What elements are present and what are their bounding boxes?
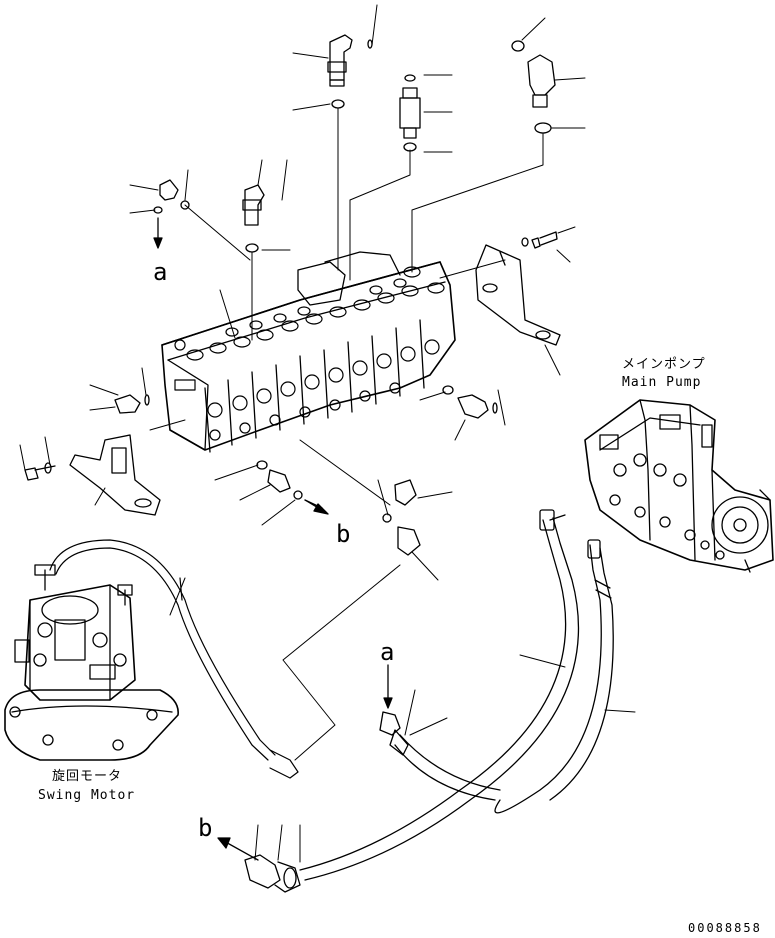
elbow-fitting-left — [160, 180, 189, 209]
hose-to-valve — [380, 712, 500, 800]
elbow-fitting-mid — [243, 185, 264, 225]
hose-bottom-fitting — [245, 855, 300, 892]
ref-arrow-a-bottom — [384, 665, 392, 708]
bolt-right — [522, 232, 557, 248]
control-valve — [162, 252, 455, 452]
valve-ports — [187, 267, 444, 360]
pressure-switch-lower — [398, 527, 420, 555]
ref-arrow-b-bottom — [218, 838, 258, 860]
fitting-front — [257, 461, 322, 508]
leader-lines — [20, 5, 585, 580]
pump-hose-main — [300, 510, 578, 880]
connection-lines — [150, 108, 543, 760]
elbow-fitting-valve-left — [115, 395, 149, 413]
o-ring — [332, 100, 344, 108]
o-ring — [246, 244, 258, 252]
elbow-fitting-top-left — [328, 35, 352, 86]
main-pump-label-jp: メインポンプ — [622, 357, 706, 372]
swing-motor-hose — [50, 540, 298, 778]
ref-label-b-bottom: b — [198, 814, 213, 842]
drawing-number: 00088858 — [688, 921, 762, 935]
ref-label-a-top: a — [153, 258, 168, 286]
valve-side-bosses — [175, 340, 439, 440]
swing-motor-label-en: Swing Motor — [38, 788, 136, 803]
o-ring — [535, 123, 551, 133]
check-fitting-top — [400, 75, 420, 138]
ref-arrow-b-middle — [305, 500, 328, 514]
main-pump — [585, 400, 773, 572]
elbow-fitting-top-right — [528, 55, 555, 107]
o-ring — [512, 41, 524, 51]
bracket-left — [25, 435, 160, 515]
ref-label-a-bottom: a — [380, 638, 395, 666]
ref-arrow-a-top — [154, 218, 162, 248]
pressure-switch-upper — [383, 480, 416, 522]
pump-hose-right — [495, 540, 613, 813]
ref-label-b-middle: b — [336, 520, 351, 548]
leader-lines-lower — [170, 578, 635, 862]
bracket-right — [476, 245, 560, 345]
main-pump-label-en: Main Pump — [622, 375, 702, 390]
o-ring — [368, 40, 372, 48]
elbow-fitting-valve-right — [443, 386, 497, 418]
swing-motor — [5, 565, 178, 760]
swing-motor-label-jp: 旋回モータ — [52, 769, 123, 784]
